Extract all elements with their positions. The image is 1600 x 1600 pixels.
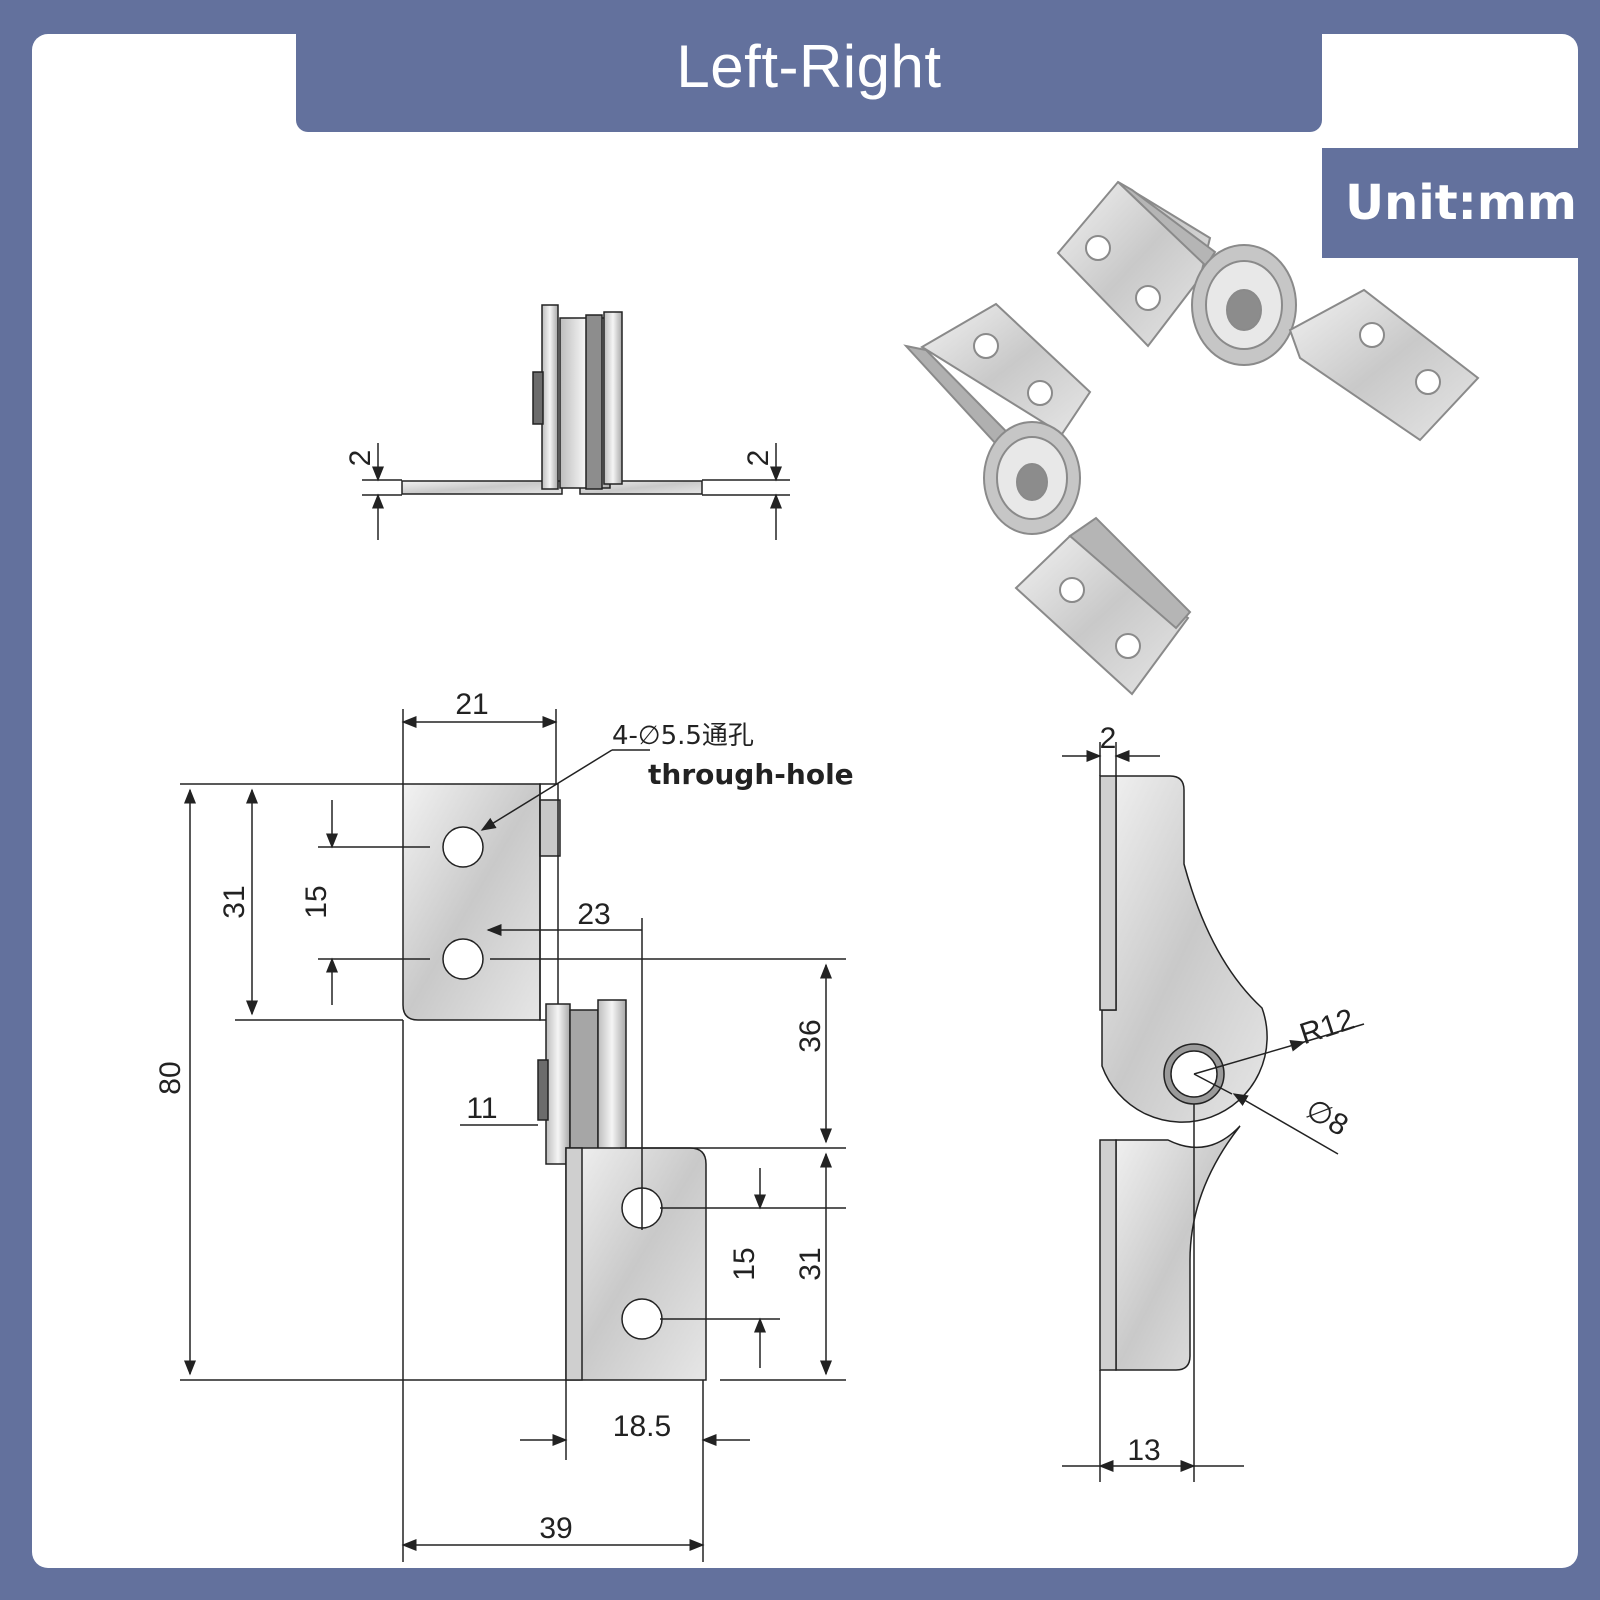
profile-radius-r12: R12 bbox=[1296, 1003, 1359, 1051]
side-thickness-left: 2 bbox=[344, 450, 377, 467]
dim-knuckle-11: 11 bbox=[466, 1092, 497, 1125]
profile-pin-dia-8: ∅8 bbox=[1300, 1093, 1354, 1143]
dim-width-39: 39 bbox=[539, 1512, 572, 1545]
dim-offset-36: 36 bbox=[794, 1019, 827, 1052]
hole-note: 4-∅5.5通孔 bbox=[612, 721, 754, 751]
page-title: Left-Right bbox=[676, 32, 942, 100]
product-photo bbox=[903, 180, 1480, 696]
profile-view bbox=[1062, 742, 1365, 1482]
title-banner: Left-Right bbox=[296, 0, 1322, 132]
unit-badge: Unit:mm bbox=[1322, 148, 1600, 258]
dim-pitch-15-bottom: 15 bbox=[728, 1247, 761, 1280]
dim-width-21: 21 bbox=[455, 688, 488, 721]
hole-note-en: through-hole bbox=[648, 758, 854, 791]
dim-height-80: 80 bbox=[154, 1061, 187, 1094]
drawing-card bbox=[32, 34, 1578, 1568]
dim-width-18-5: 18.5 bbox=[613, 1410, 671, 1443]
side-thickness-right: 2 bbox=[742, 450, 775, 467]
dim-leaf-31-top: 31 bbox=[218, 885, 251, 918]
dim-pitch-15-top: 15 bbox=[300, 885, 333, 918]
front-view bbox=[180, 709, 846, 1562]
dim-offset-23: 23 bbox=[577, 898, 610, 931]
side-view bbox=[362, 304, 790, 540]
profile-width-13: 13 bbox=[1127, 1434, 1160, 1467]
dim-leaf-31-bottom: 31 bbox=[794, 1247, 827, 1280]
unit-label: Unit:mm bbox=[1345, 175, 1577, 231]
profile-thickness-2: 2 bbox=[1100, 722, 1117, 755]
